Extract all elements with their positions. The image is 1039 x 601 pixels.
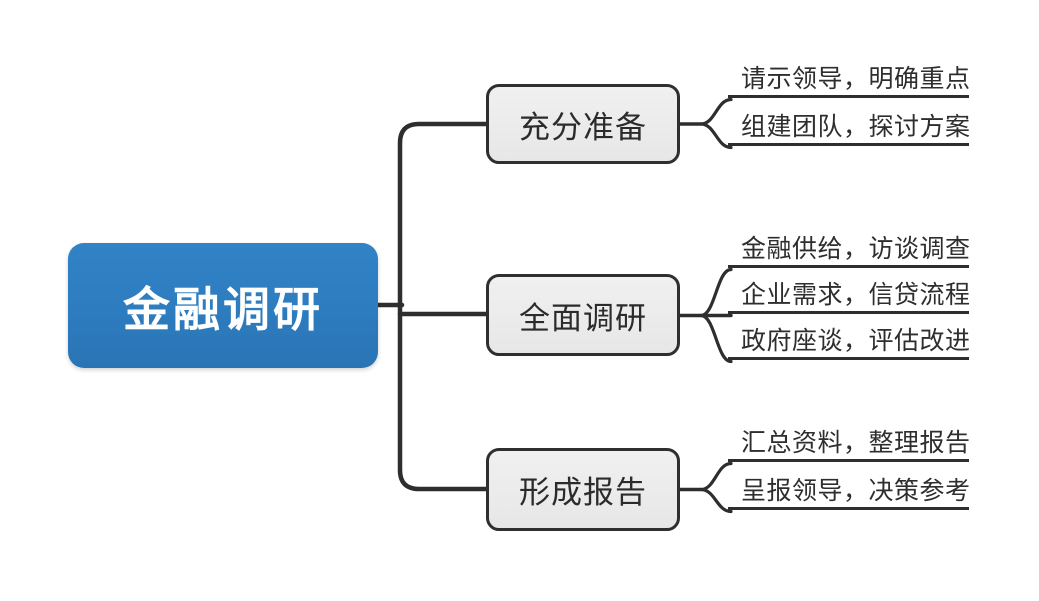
leaf-item: 汇总资料，整理报告: [728, 428, 971, 462]
leaf-text: 呈报领导，决策参考: [741, 477, 971, 505]
leaf-item: 企业需求，信贷流程: [728, 280, 971, 314]
branch-node-research: 全面调研: [486, 274, 680, 356]
leaf-item: 请示领导，明确重点: [728, 64, 971, 98]
leaf-item: 金融供给，访谈调查: [728, 234, 971, 268]
leaf-text: 金融供给，访谈调查: [741, 235, 971, 263]
leaf-text: 请示领导，明确重点: [741, 65, 971, 93]
leaf-text: 政府座谈，评估改进: [741, 327, 971, 355]
leaf-text: 汇总资料，整理报告: [741, 429, 971, 457]
leaf-text: 企业需求，信贷流程: [741, 281, 971, 309]
branch-node-label: 充分准备: [519, 109, 647, 145]
root-node-financial-research: 金融调研: [68, 243, 378, 368]
branch-node-report: 形成报告: [486, 448, 680, 531]
leaf-item: 政府座谈，评估改进: [728, 326, 971, 360]
leaf-item: 组建团队，探讨方案: [728, 112, 971, 146]
branch-node-label: 全面调研: [519, 300, 647, 336]
branch-node-preparation: 充分准备: [486, 84, 680, 164]
root-node-label: 金融调研: [123, 283, 323, 336]
leaf-item: 呈报领导，决策参考: [728, 476, 971, 510]
branch-node-label: 形成报告: [519, 475, 647, 510]
leaf-text: 组建团队，探讨方案: [741, 113, 971, 141]
